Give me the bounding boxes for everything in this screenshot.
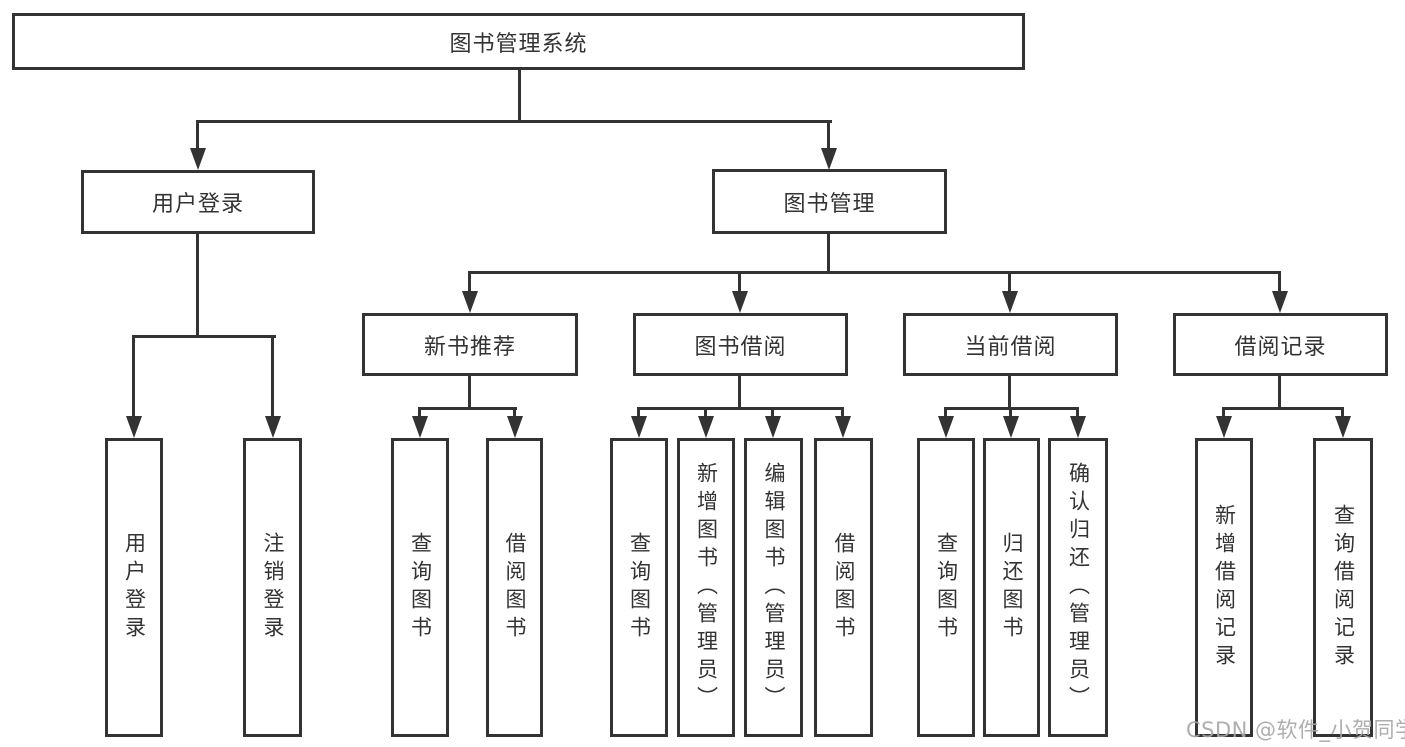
leaf-logout: 注销登录 <box>243 438 302 737</box>
leaf-label: 归还图书 <box>1000 531 1024 644</box>
leaf-label: 新增图书（管理员） <box>694 461 719 714</box>
node-book-management: 图书管理 <box>712 169 947 234</box>
connector-arrow <box>1001 271 1018 313</box>
connector-line <box>132 335 276 338</box>
connector-line <box>418 407 517 410</box>
leaf-add-borrow-record: 新增借阅记录 <box>1195 438 1253 737</box>
leaf-label: 查询借阅记录 <box>1331 503 1356 672</box>
connector-arrow <box>820 120 837 170</box>
connector-arrow <box>937 407 954 438</box>
connector-arrow <box>125 335 142 438</box>
node-label: 图书管理系统 <box>449 31 588 57</box>
leaf-borrowing-query-books: 查询图书 <box>610 438 668 737</box>
leaf-recommend-query-books: 查询图书 <box>391 438 449 737</box>
leaf-return-books: 归还图书 <box>983 438 1040 737</box>
connector-line <box>518 68 521 122</box>
connector-arrow <box>189 120 206 170</box>
leaf-edit-books-admin: 编辑图书（管理员） <box>744 438 803 737</box>
connector-arrow <box>411 407 428 438</box>
leaf-label: 借阅图书 <box>503 531 527 644</box>
connector-line <box>738 373 741 410</box>
leaf-label: 借阅图书 <box>832 531 856 644</box>
leaf-label: 用户登录 <box>122 531 147 644</box>
connector-line <box>637 407 844 410</box>
connector-arrow <box>764 407 781 438</box>
leaf-user-login: 用户登录 <box>105 438 163 737</box>
node-library-management-system: 图书管理系统 <box>12 13 1025 70</box>
leaf-current-query-books: 查询图书 <box>917 438 975 737</box>
connector-line <box>1278 373 1281 410</box>
leaf-query-borrow-record: 查询借阅记录 <box>1313 438 1373 737</box>
node-new-book-recommend: 新书推荐 <box>362 313 578 376</box>
leaf-confirm-return-admin: 确认归还（管理员） <box>1048 438 1108 737</box>
connector-arrow <box>630 407 647 438</box>
leaf-label: 注销登录 <box>261 531 285 644</box>
leaf-recommend-borrow-books: 借阅图书 <box>486 438 543 737</box>
connector-arrow <box>506 407 523 438</box>
connector-line <box>1222 407 1344 410</box>
leaf-label: 查询图书 <box>627 531 652 644</box>
csdn-watermark: CSDN @软件_小贺同学 <box>1186 718 1405 742</box>
leaf-label: 编辑图书（管理员） <box>762 461 786 714</box>
connector-line <box>468 373 471 410</box>
connector-arrow <box>264 335 281 438</box>
connector-arrow <box>731 271 748 313</box>
connector-arrow <box>1271 271 1288 313</box>
leaf-add-books-admin: 新增图书（管理员） <box>677 438 735 737</box>
leaf-label: 新增借阅记录 <box>1212 503 1237 672</box>
connector-arrow <box>1334 407 1351 438</box>
connector-arrow <box>1069 407 1086 438</box>
leaf-label: 确认归还（管理员） <box>1066 461 1091 714</box>
connector-line <box>196 120 832 123</box>
node-label: 当前借阅 <box>964 334 1057 360</box>
leaf-label: 查询图书 <box>408 531 433 644</box>
connector-line <box>827 232 830 274</box>
connector-arrow <box>697 407 714 438</box>
connector-line <box>196 231 199 338</box>
node-borrowing-records: 借阅记录 <box>1173 313 1388 376</box>
connector-line <box>1008 373 1011 410</box>
connector-arrow <box>834 407 851 438</box>
connector-arrow <box>1002 407 1019 438</box>
node-user-login: 用户登录 <box>81 170 315 234</box>
leaf-borrowing-borrow-books: 借阅图书 <box>814 438 873 737</box>
node-label: 图书管理 <box>783 191 876 217</box>
node-label: 图书借阅 <box>694 334 787 360</box>
node-current-borrowing: 当前借阅 <box>903 313 1118 376</box>
node-label: 借阅记录 <box>1234 334 1327 360</box>
connector-line <box>468 271 1281 274</box>
leaf-label: 查询图书 <box>934 531 959 644</box>
node-label: 新书推荐 <box>423 334 516 360</box>
connector-arrow <box>461 271 478 313</box>
node-label: 用户登录 <box>151 192 244 217</box>
node-book-borrowing: 图书借阅 <box>633 313 848 376</box>
connector-arrow <box>1215 407 1232 438</box>
